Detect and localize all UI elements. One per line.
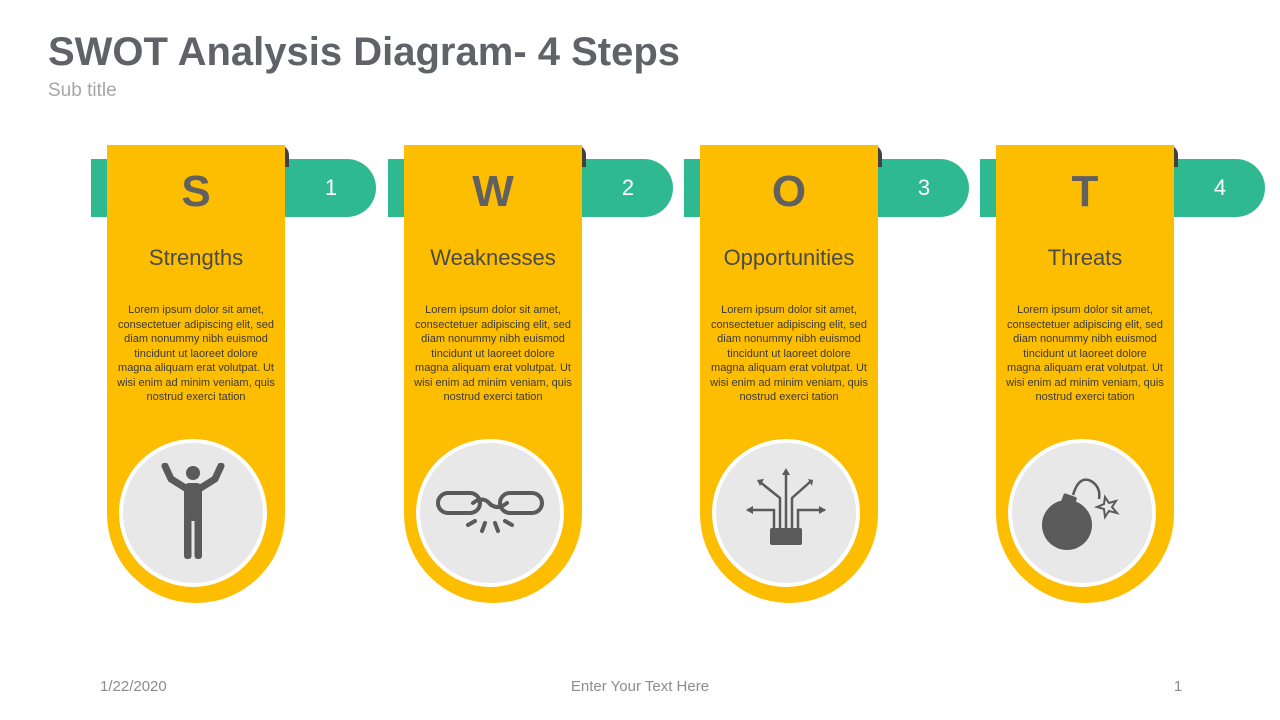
swot-card-opportunities: 3 O Opportunities Lorem ipsum dolor sit … — [684, 145, 969, 605]
step-letter: S — [181, 167, 211, 216]
swot-card-weaknesses: 2 W Weaknesses Lorem ipsum dolor sit ame… — [388, 145, 673, 605]
icon-circle — [712, 439, 860, 587]
icon-circle — [119, 439, 267, 587]
branching-arrows-icon — [746, 468, 826, 545]
broken-chain-icon — [436, 491, 544, 533]
step-label: Threats — [1047, 245, 1123, 270]
step-label: Weaknesses — [430, 245, 556, 270]
step-description: Lorem ipsum dolor sit amet, consectetuer… — [1006, 304, 1164, 403]
step-label: Opportunities — [723, 245, 855, 270]
step-number: 4 — [1213, 175, 1227, 200]
bomb-icon — [1042, 478, 1120, 550]
swot-card-threats: 4 T Threats Lorem ipsum dolor sit amet, … — [980, 145, 1265, 605]
swot-card-strengths: 1 S Strengths Lorem ipsum dolor sit amet… — [91, 145, 376, 605]
step-description: Lorem ipsum dolor sit amet, consectetuer… — [710, 304, 868, 403]
footer-date: 1/22/2020 — [100, 678, 167, 695]
footer-text: Enter Your Text Here — [570, 678, 710, 695]
step-description: Lorem ipsum dolor sit amet, consectetuer… — [117, 304, 275, 403]
step-description: Lorem ipsum dolor sit amet, consectetuer… — [414, 304, 572, 403]
step-number: 1 — [324, 175, 338, 200]
step-number: 3 — [917, 175, 931, 200]
icon-circle — [416, 439, 564, 587]
page-number: 1 — [1173, 678, 1183, 695]
page-subtitle: Sub title — [48, 80, 117, 101]
step-letter: O — [771, 167, 807, 216]
step-label: Strengths — [148, 245, 244, 270]
step-number: 2 — [621, 175, 635, 200]
step-letter: W — [472, 167, 514, 216]
person-arms-raised-icon — [161, 463, 225, 559]
step-letter: T — [1071, 167, 1099, 216]
page-title: SWOT Analysis Diagram- 4 Steps — [48, 30, 681, 74]
icon-circle — [1008, 439, 1156, 587]
